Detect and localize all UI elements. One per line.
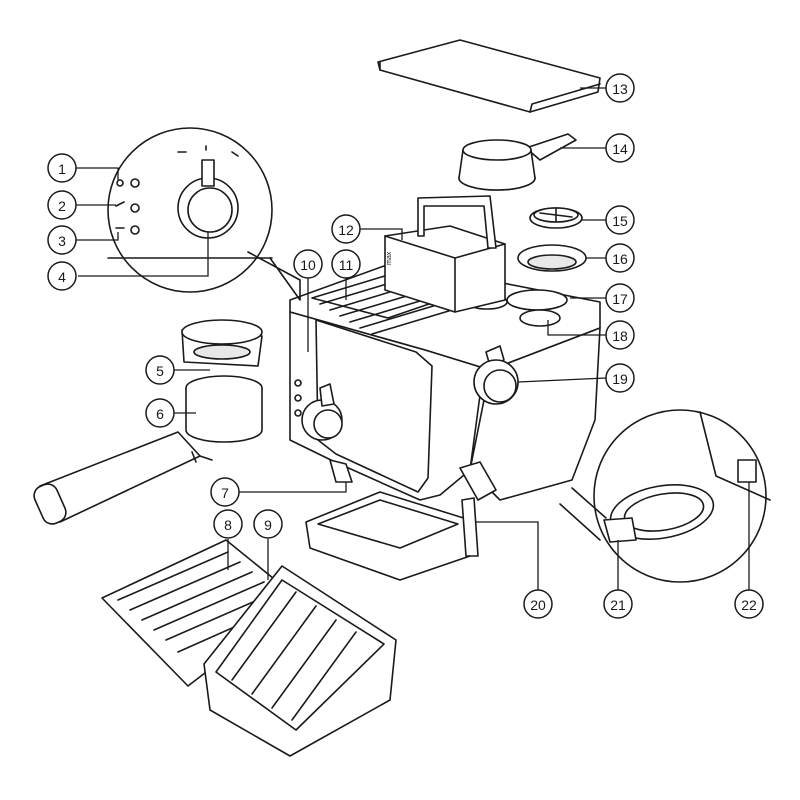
water-tank: max: [384, 195, 506, 313]
callout-5: 5: [145, 355, 175, 385]
callout-circle: [605, 320, 635, 350]
crema-filter-disc: [529, 207, 583, 229]
water-tank-lid: [377, 39, 601, 113]
callout-label: 4: [58, 269, 66, 285]
callout-circle: [605, 133, 635, 163]
callout-21: 21: [603, 589, 633, 619]
callout-circle: [47, 190, 77, 220]
filter-basket-single: [517, 244, 587, 272]
callout-label: 8: [224, 517, 232, 533]
callout-14: 14: [605, 133, 635, 163]
callout-circle: [331, 214, 361, 244]
callout-circle: [145, 355, 175, 385]
callout-1: 1: [47, 153, 77, 183]
callout-label: 10: [300, 257, 316, 273]
callout-label: 15: [612, 213, 628, 229]
callout-6: 6: [145, 398, 175, 428]
callout-label: 21: [610, 597, 626, 613]
callout-label: 12: [338, 222, 354, 238]
callout-circle: [47, 261, 77, 291]
callout-13: 13: [605, 73, 635, 103]
callout-circle: [605, 363, 635, 393]
callout-label: 18: [612, 328, 628, 344]
callout-8: 8: [213, 509, 243, 539]
callout-12: 12: [331, 214, 361, 244]
callout-label: 19: [612, 371, 628, 387]
control-panel-zoom: [107, 127, 301, 301]
machine-body: [289, 261, 601, 581]
callout-label: 14: [612, 141, 628, 157]
power-cord-zoom: [559, 409, 771, 583]
callout-circle: [47, 153, 77, 183]
callout-circle: [603, 589, 633, 619]
callout-label: 13: [612, 81, 628, 97]
callout-circle: [293, 249, 323, 279]
callout-17: 17: [605, 283, 635, 313]
callout-circle: [210, 477, 240, 507]
callout-circle: [145, 398, 175, 428]
callout-label: 7: [221, 485, 229, 501]
callout-16: 16: [605, 243, 635, 273]
callout-label: 1: [58, 161, 66, 177]
callout-label: 2: [58, 198, 66, 214]
callout-circle: [605, 73, 635, 103]
callout-circle: [331, 249, 361, 279]
callout-22: 22: [734, 589, 764, 619]
callout-3: 3: [47, 225, 77, 255]
callout-circle: [734, 589, 764, 619]
leader-lines: [76, 87, 750, 590]
callout-circle: [523, 589, 553, 619]
callout-label: 6: [156, 406, 164, 422]
callout-circle: [605, 283, 635, 313]
drip-tray: [203, 565, 397, 757]
callout-15: 15: [605, 205, 635, 235]
callout-circle: [213, 509, 243, 539]
callout-circle: [47, 225, 77, 255]
callout-18: 18: [605, 320, 635, 350]
callout-11: 11: [331, 249, 361, 279]
callout-label: 22: [741, 597, 757, 613]
callout-label: 3: [58, 233, 66, 249]
callout-19: 19: [605, 363, 635, 393]
callout-20: 20: [523, 589, 553, 619]
portafilter: [33, 319, 263, 525]
callout-label: 16: [612, 251, 628, 267]
callout-label: 9: [264, 517, 272, 533]
callout-label: 5: [156, 363, 164, 379]
callout-circle: [605, 205, 635, 235]
measuring-scoop: [458, 133, 577, 191]
callout-7: 7: [210, 477, 240, 507]
callout-label: 11: [339, 257, 354, 273]
callout-10: 10: [293, 249, 323, 279]
callout-circle: [253, 509, 283, 539]
callout-label: 17: [612, 291, 628, 307]
callout-9: 9: [253, 509, 283, 539]
callout-label: 20: [530, 597, 546, 613]
callout-circle: [605, 243, 635, 273]
callout-2: 2: [47, 190, 77, 220]
max-marking: max: [386, 251, 393, 265]
callout-4: 4: [47, 261, 77, 291]
